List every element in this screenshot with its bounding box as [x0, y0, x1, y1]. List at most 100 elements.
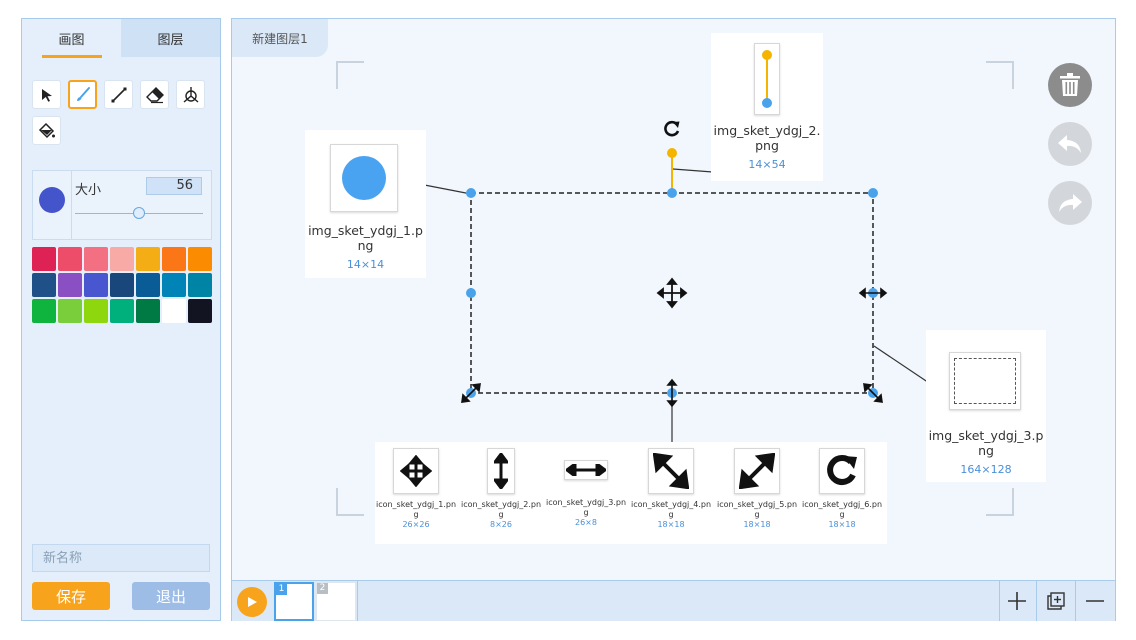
legend-dim: 26×8: [575, 518, 597, 527]
undo-icon: [1058, 135, 1081, 153]
color-swatch[interactable]: [32, 299, 56, 323]
corner-guide-top-left: [336, 61, 364, 89]
legend-item: icon_sket_ydgj_6.png 18×18: [801, 448, 883, 529]
handle-preview: [330, 144, 398, 212]
legend-icon-box: [819, 448, 865, 494]
duplicate-frame-button[interactable]: [1038, 583, 1074, 619]
play-button[interactable]: [237, 587, 267, 617]
color-swatch[interactable]: [136, 299, 160, 323]
color-swatch[interactable]: [84, 273, 108, 297]
color-swatch[interactable]: [188, 273, 212, 297]
color-swatch[interactable]: [188, 299, 212, 323]
size-slider-thumb[interactable]: [133, 207, 145, 219]
timeline-frame-1[interactable]: 1: [274, 582, 314, 621]
handle-left[interactable]: [466, 288, 476, 298]
rotate-icon: [827, 455, 857, 486]
rotation-handle[interactable]: [667, 148, 677, 158]
annotation-name: img_sket_ydgj_1.png: [308, 223, 423, 253]
tab-layers[interactable]: 图层: [121, 19, 220, 57]
color-swatch[interactable]: [58, 299, 82, 323]
undo-button[interactable]: [1048, 122, 1092, 166]
rotate-icon[interactable]: [664, 120, 680, 137]
eraser-icon: [145, 86, 164, 103]
brush-size-control: 大小 56: [32, 170, 212, 240]
selection-overlay: [408, 120, 951, 457]
color-swatch[interactable]: [162, 299, 186, 323]
legend-item: icon_sket_ydgj_3.png 26×8: [545, 448, 627, 527]
brush-icon: [76, 86, 90, 101]
color-swatch[interactable]: [136, 273, 160, 297]
brush-tool-button[interactable]: [68, 80, 97, 109]
save-button[interactable]: 保存: [32, 582, 110, 610]
color-swatch[interactable]: [84, 299, 108, 323]
size-value-input[interactable]: 56: [146, 177, 202, 195]
legend-dim: 18×18: [657, 520, 685, 529]
color-swatch[interactable]: [58, 273, 82, 297]
move-icon[interactable]: [656, 277, 688, 309]
color-swatch[interactable]: [84, 247, 108, 271]
legend-name: icon_sket_ydgj_6.png: [801, 500, 883, 519]
legend-icon-box: [648, 448, 694, 494]
corner-guide-bottom-left: [336, 488, 364, 516]
line-icon: [111, 87, 126, 102]
color-swatch[interactable]: [136, 247, 160, 271]
exit-button[interactable]: 退出: [132, 582, 210, 610]
fill-tool-button[interactable]: [32, 116, 61, 145]
color-swatch[interactable]: [110, 247, 134, 271]
layer-tab[interactable]: 新建图层1: [232, 19, 328, 57]
handle-top-right[interactable]: [868, 188, 878, 198]
layer-name-input[interactable]: [32, 544, 210, 572]
pointer-icon: [41, 88, 52, 102]
annotation-card-handle: img_sket_ydgj_1.png 14×14: [305, 130, 426, 278]
legend-dim: 26×26: [402, 520, 430, 529]
drawing-panel: 图层 画图 大小 56 保存 退出: [21, 18, 221, 621]
redo-icon: [1059, 194, 1082, 212]
annotation-card-rotation: img_sket_ydgj_2.png 14×54: [711, 33, 823, 181]
legend-item: icon_sket_ydgj_1.png 26×26: [375, 448, 457, 529]
handle-top-left[interactable]: [466, 188, 476, 198]
redo-button[interactable]: [1048, 181, 1092, 225]
rotation-stem-icon: [762, 50, 772, 108]
divider: [1036, 581, 1037, 621]
active-tab-indicator: [42, 55, 102, 58]
eraser-tool-button[interactable]: [140, 80, 169, 109]
line-tool-button[interactable]: [104, 80, 133, 109]
legend-name: icon_sket_ydgj_3.png: [545, 498, 627, 517]
play-icon: [248, 597, 257, 607]
color-swatch[interactable]: [32, 273, 56, 297]
shape-tool-button[interactable]: [176, 80, 205, 109]
move-icon: [400, 455, 432, 487]
legend-dim: 18×18: [828, 520, 856, 529]
corner-guide-bottom-right: [986, 488, 1014, 516]
color-swatch[interactable]: [32, 247, 56, 271]
frame-preview: [949, 352, 1021, 410]
color-swatch[interactable]: [162, 247, 186, 271]
color-swatch[interactable]: [58, 247, 82, 271]
legend-icon-box: [734, 448, 780, 494]
color-swatch[interactable]: [162, 273, 186, 297]
select-tool-button[interactable]: [32, 80, 61, 109]
color-swatch[interactable]: [188, 247, 212, 271]
remove-frame-button[interactable]: [1077, 583, 1113, 619]
color-swatch[interactable]: [110, 299, 134, 323]
color-swatch[interactable]: [110, 273, 134, 297]
frame-number: 2: [317, 583, 328, 594]
legend-icon-box: [393, 448, 439, 494]
vertical-resize-icon: [494, 453, 508, 489]
frame-number: 1: [276, 584, 287, 595]
legend-name: icon_sket_ydgj_1.png: [375, 500, 457, 519]
divider: [999, 581, 1000, 621]
diagonal-resize-nwse-icon: [653, 453, 689, 489]
tab-draw[interactable]: 画图: [22, 19, 121, 57]
canvas-area: 新建图层1: [231, 18, 1116, 621]
delete-button[interactable]: [1048, 63, 1092, 107]
size-label: 大小: [75, 183, 102, 198]
plus-icon: [1008, 592, 1026, 610]
handle-top[interactable]: [667, 188, 677, 198]
add-frame-button[interactable]: [999, 583, 1035, 619]
legend-item: icon_sket_ydgj_2.png 8×26: [460, 448, 542, 529]
current-color-swatch[interactable]: [39, 187, 65, 213]
timeline-frame-2[interactable]: 2: [316, 582, 356, 621]
timeline-bar: 1 2: [232, 580, 1115, 621]
annotation-name: img_sket_ydgj_3.png: [928, 428, 1044, 458]
